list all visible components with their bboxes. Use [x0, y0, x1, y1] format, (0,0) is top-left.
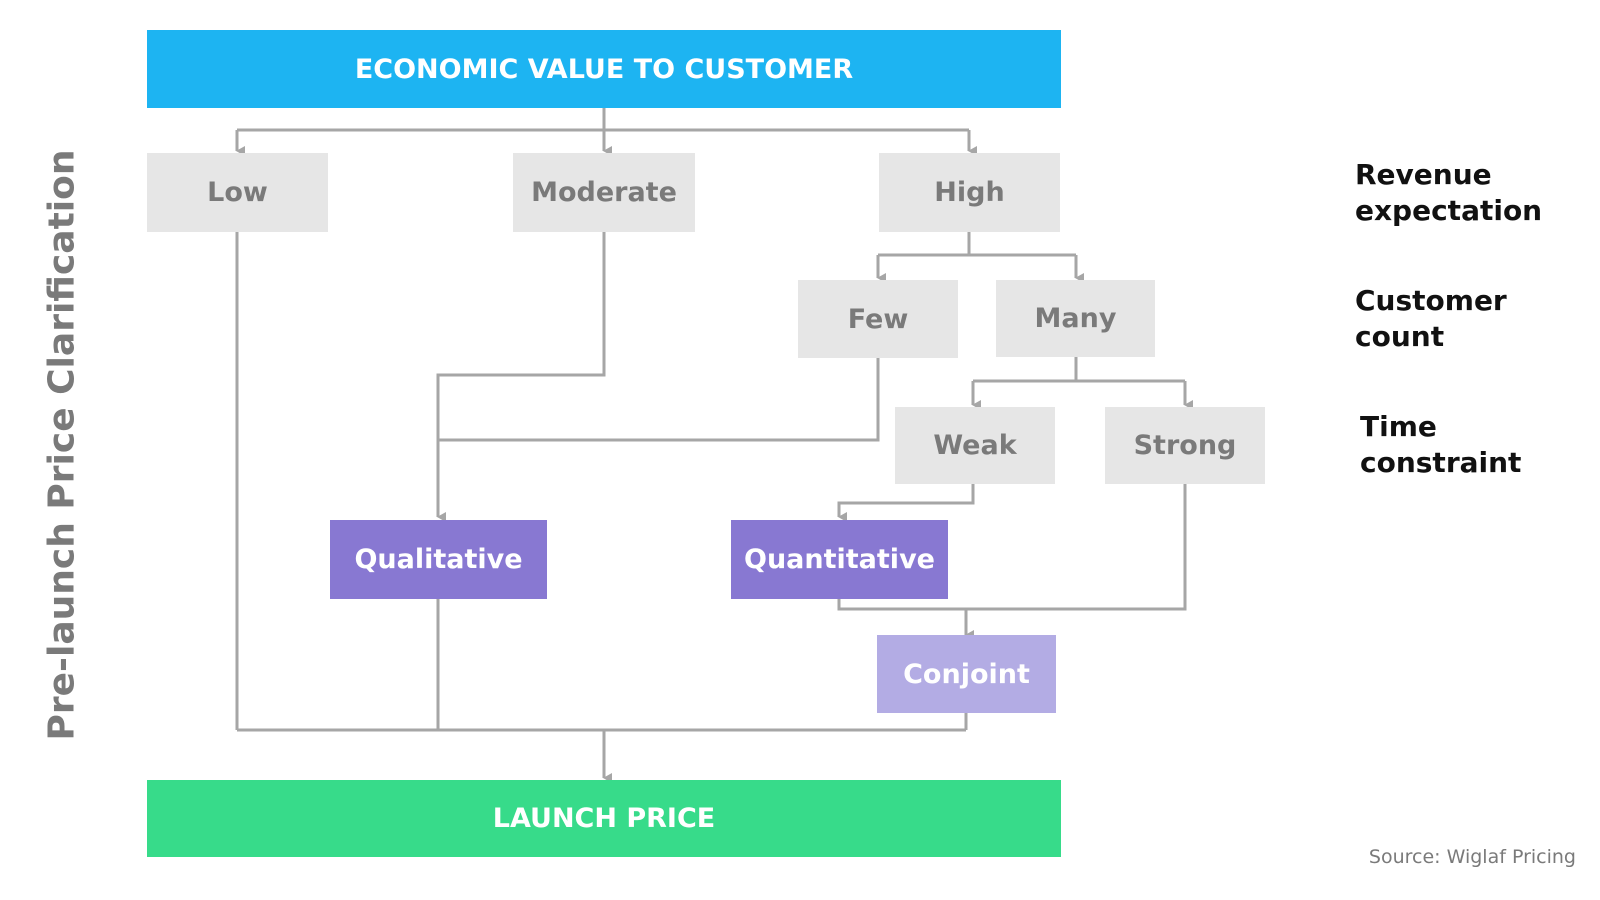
customer-label-line-1: Customer — [1355, 284, 1507, 317]
node-quantitative: Quantitative — [731, 520, 948, 599]
time-label-line-2: constraint — [1360, 446, 1522, 479]
launch-price-banner: LAUNCH PRICE — [147, 780, 1061, 857]
node-few: Few — [798, 280, 958, 358]
connector-few-to-qualitative — [438, 357, 880, 442]
revenue-label-line-2: expectation — [1355, 194, 1543, 227]
node-strong: Strong — [1105, 407, 1265, 484]
revenue-expectation-label: Revenue expectation — [1355, 157, 1542, 229]
node-many: Many — [996, 280, 1155, 357]
time-label-line-1: Time — [1360, 410, 1437, 443]
revenue-label-line-1: Revenue — [1355, 158, 1492, 191]
connector-quantitative-out — [837, 484, 1187, 611]
node-qualitative: Qualitative — [330, 520, 547, 599]
node-high: High — [879, 153, 1060, 232]
node-moderate: Moderate — [513, 153, 695, 232]
node-low: Low — [147, 153, 328, 232]
node-weak: Weak — [895, 407, 1055, 484]
source-note: Source: Wiglaf Pricing — [1368, 846, 1576, 868]
economic-value-banner: ECONOMIC VALUE TO CUSTOMER — [147, 30, 1061, 108]
connector-moderate-to-qualitative — [436, 232, 606, 522]
node-conjoint: Conjoint — [877, 635, 1056, 713]
customer-label-line-2: count — [1355, 320, 1445, 353]
side-title: Pre-launch Price Clarification — [41, 149, 83, 741]
connector-weak-to-quantitative — [837, 484, 975, 522]
time-constraint-label: Time constraint — [1360, 409, 1521, 481]
customer-count-label: Customer count — [1355, 283, 1507, 355]
